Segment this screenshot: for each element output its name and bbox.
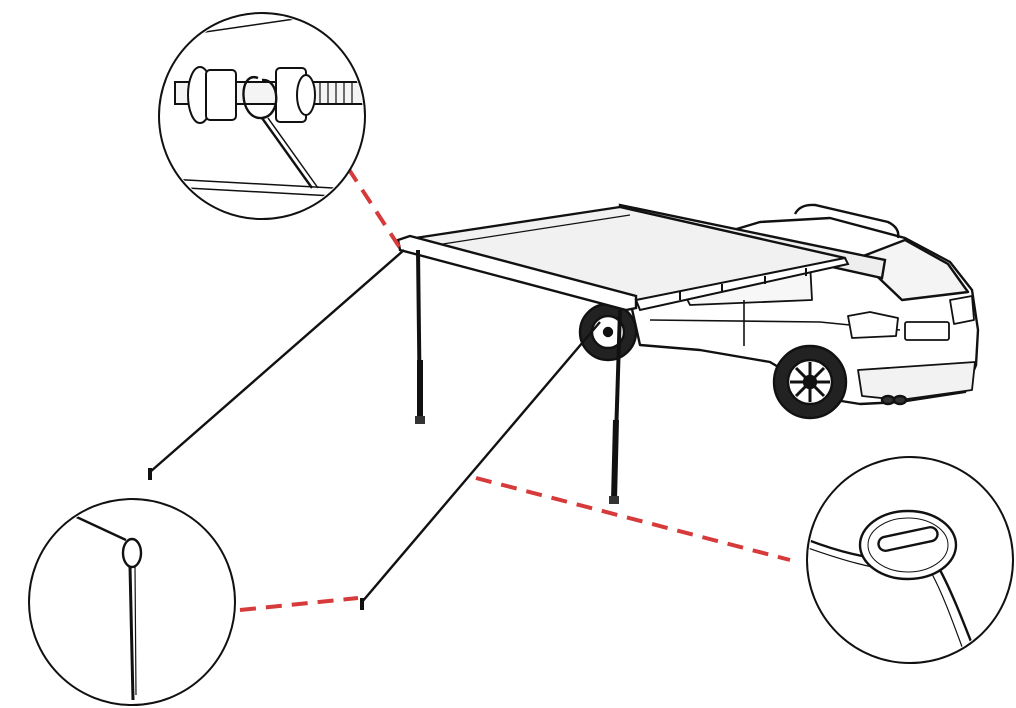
awning-front-fascia: [634, 256, 850, 312]
car-front-wheel: [578, 302, 638, 362]
support-pole-front: [609, 309, 622, 504]
support-pole-rear: [415, 249, 425, 424]
threaded-knob-icon: [161, 15, 363, 199]
callout-leader-tensioner: [475, 476, 791, 562]
pole-knob-detail: [158, 12, 366, 220]
car-rear-wheel: [772, 344, 848, 420]
callout-leaders: [239, 166, 791, 612]
rope-tensioner-icon: [809, 509, 992, 661]
guy-rope-right: [361, 321, 601, 603]
guy-rope-left: [149, 249, 405, 473]
callout-leader-knob: [346, 166, 402, 250]
callout-leader-peg: [239, 596, 359, 612]
rope-tensioner-detail: [806, 456, 1014, 664]
awning-front-bar: [396, 234, 638, 312]
ground-peg-detail: [28, 498, 236, 706]
